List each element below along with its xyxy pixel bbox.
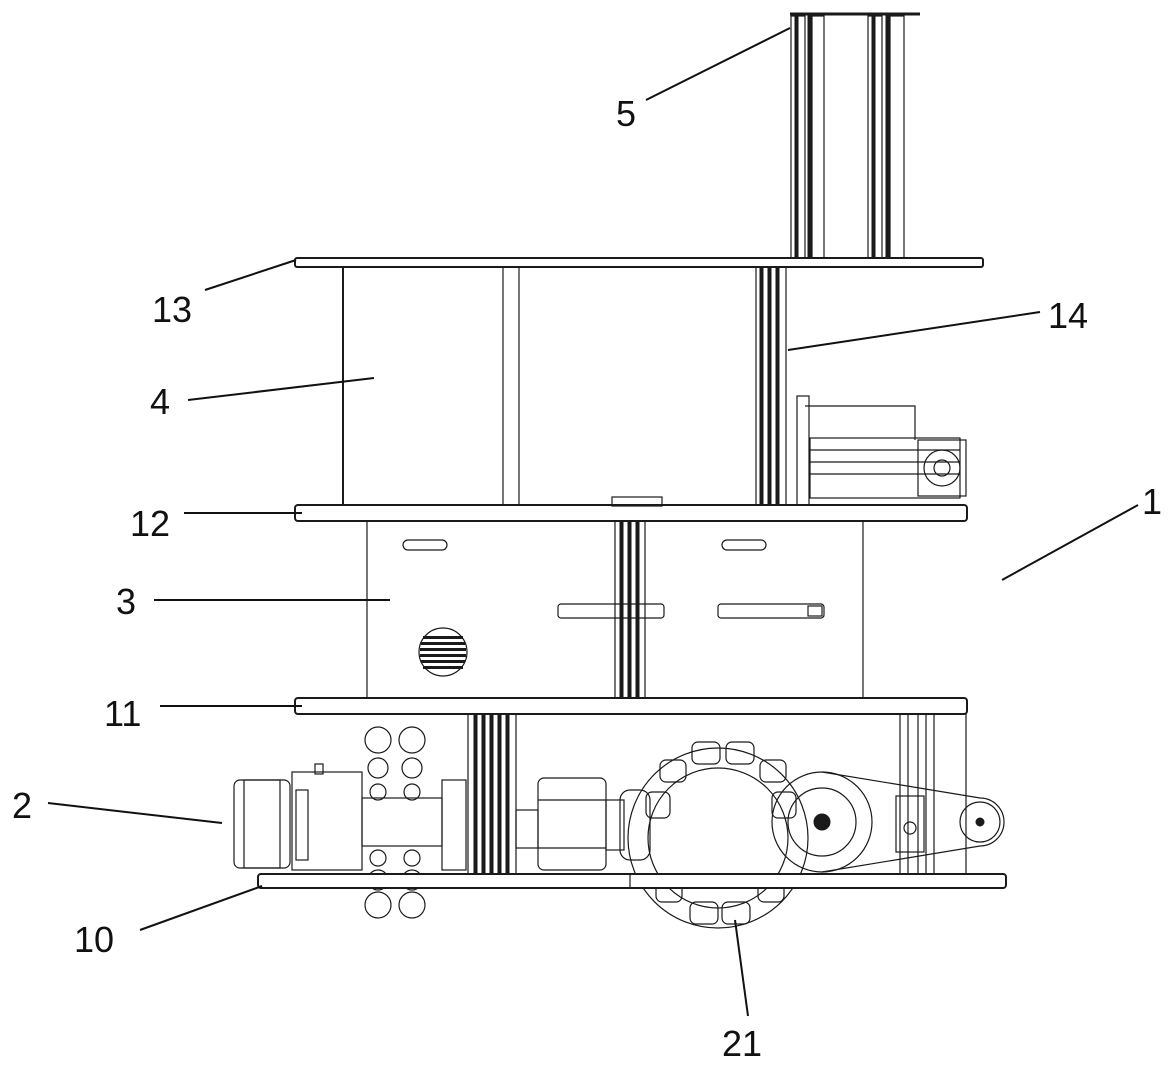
label-10: 10	[74, 919, 114, 960]
label-3: 3	[116, 581, 136, 622]
label-2: 2	[12, 785, 32, 826]
label-21: 21	[722, 1023, 762, 1064]
label-12: 12	[130, 503, 170, 544]
label-5: 5	[616, 93, 636, 134]
label-4: 4	[150, 381, 170, 422]
drive-layer	[233, 713, 1007, 929]
top-mast	[790, 12, 920, 259]
lower-plate	[294, 697, 968, 715]
label-11: 11	[104, 693, 141, 734]
middle-plate	[294, 504, 968, 522]
label-1: 1	[1142, 481, 1162, 522]
middle-level-box	[366, 520, 864, 699]
label-14: 14	[1048, 295, 1088, 336]
label-13: 13	[152, 289, 192, 330]
upper-level	[342, 266, 967, 506]
leader-lines	[47, 27, 1139, 1017]
top-plate	[294, 257, 984, 268]
part-labels: 5 13 14 4 1 12 3 11 2 10 21	[12, 93, 1162, 1064]
